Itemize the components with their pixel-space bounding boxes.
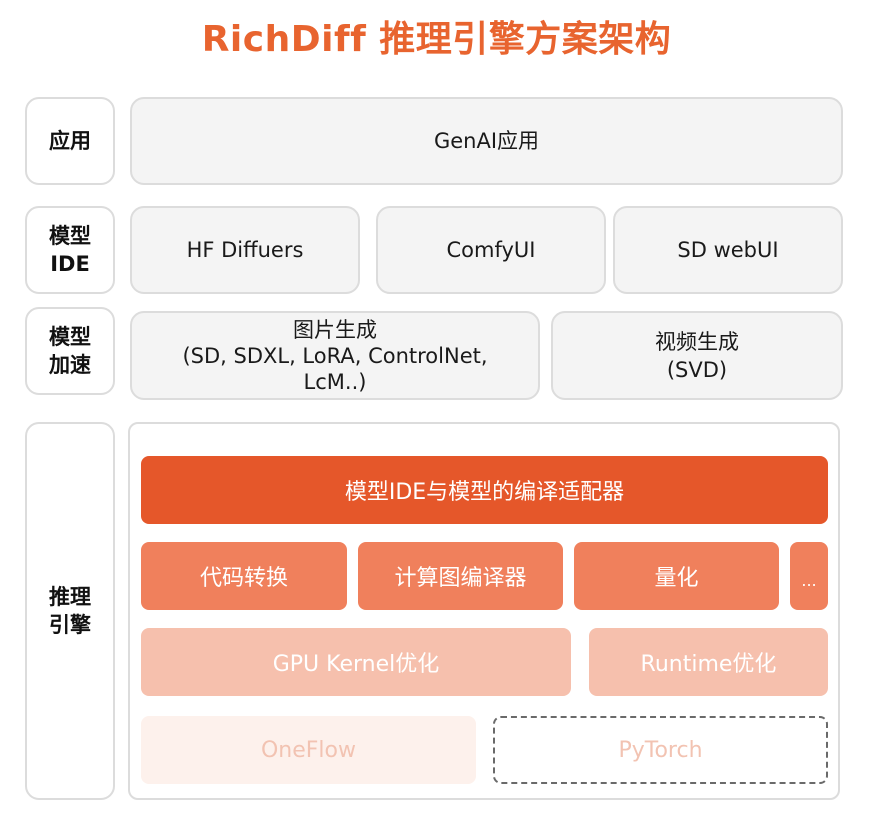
app-box-genai: GenAI应用 (130, 97, 843, 185)
accel-box-image-gen: 图片生成 (SD, SDXL, LoRA, ControlNet, LcM..) (130, 311, 540, 400)
ide-box-comfyui: ComfyUI (376, 206, 606, 294)
row-label-model-ide: 模型 IDE (25, 206, 115, 294)
engine-opt-runtime: Runtime优化 (589, 628, 828, 696)
ide-box-sd-webui: SD webUI (613, 206, 843, 294)
engine-backend-pytorch: PyTorch (493, 716, 828, 784)
engine-backend-oneflow: OneFlow (141, 716, 476, 784)
engine-adapter-box: 模型IDE与模型的编译适配器 (141, 456, 828, 524)
engine-tool-quantization: 量化 (574, 542, 779, 610)
engine-tool-more: ... (790, 542, 828, 610)
row-label-app: 应用 (25, 97, 115, 185)
accel-box-video-gen: 视频生成 (SVD) (551, 311, 843, 400)
engine-tool-graph-compiler: 计算图编译器 (358, 542, 563, 610)
row-label-engine: 推理 引擎 (25, 422, 115, 800)
engine-tool-code-convert: 代码转换 (141, 542, 347, 610)
row-label-model-accel: 模型 加速 (25, 307, 115, 395)
engine-opt-gpu-kernel: GPU Kernel优化 (141, 628, 571, 696)
ide-box-hf-diffusers: HF Diffuers (130, 206, 360, 294)
diagram-title: RichDiff 推理引擎方案架构 (201, 19, 672, 60)
